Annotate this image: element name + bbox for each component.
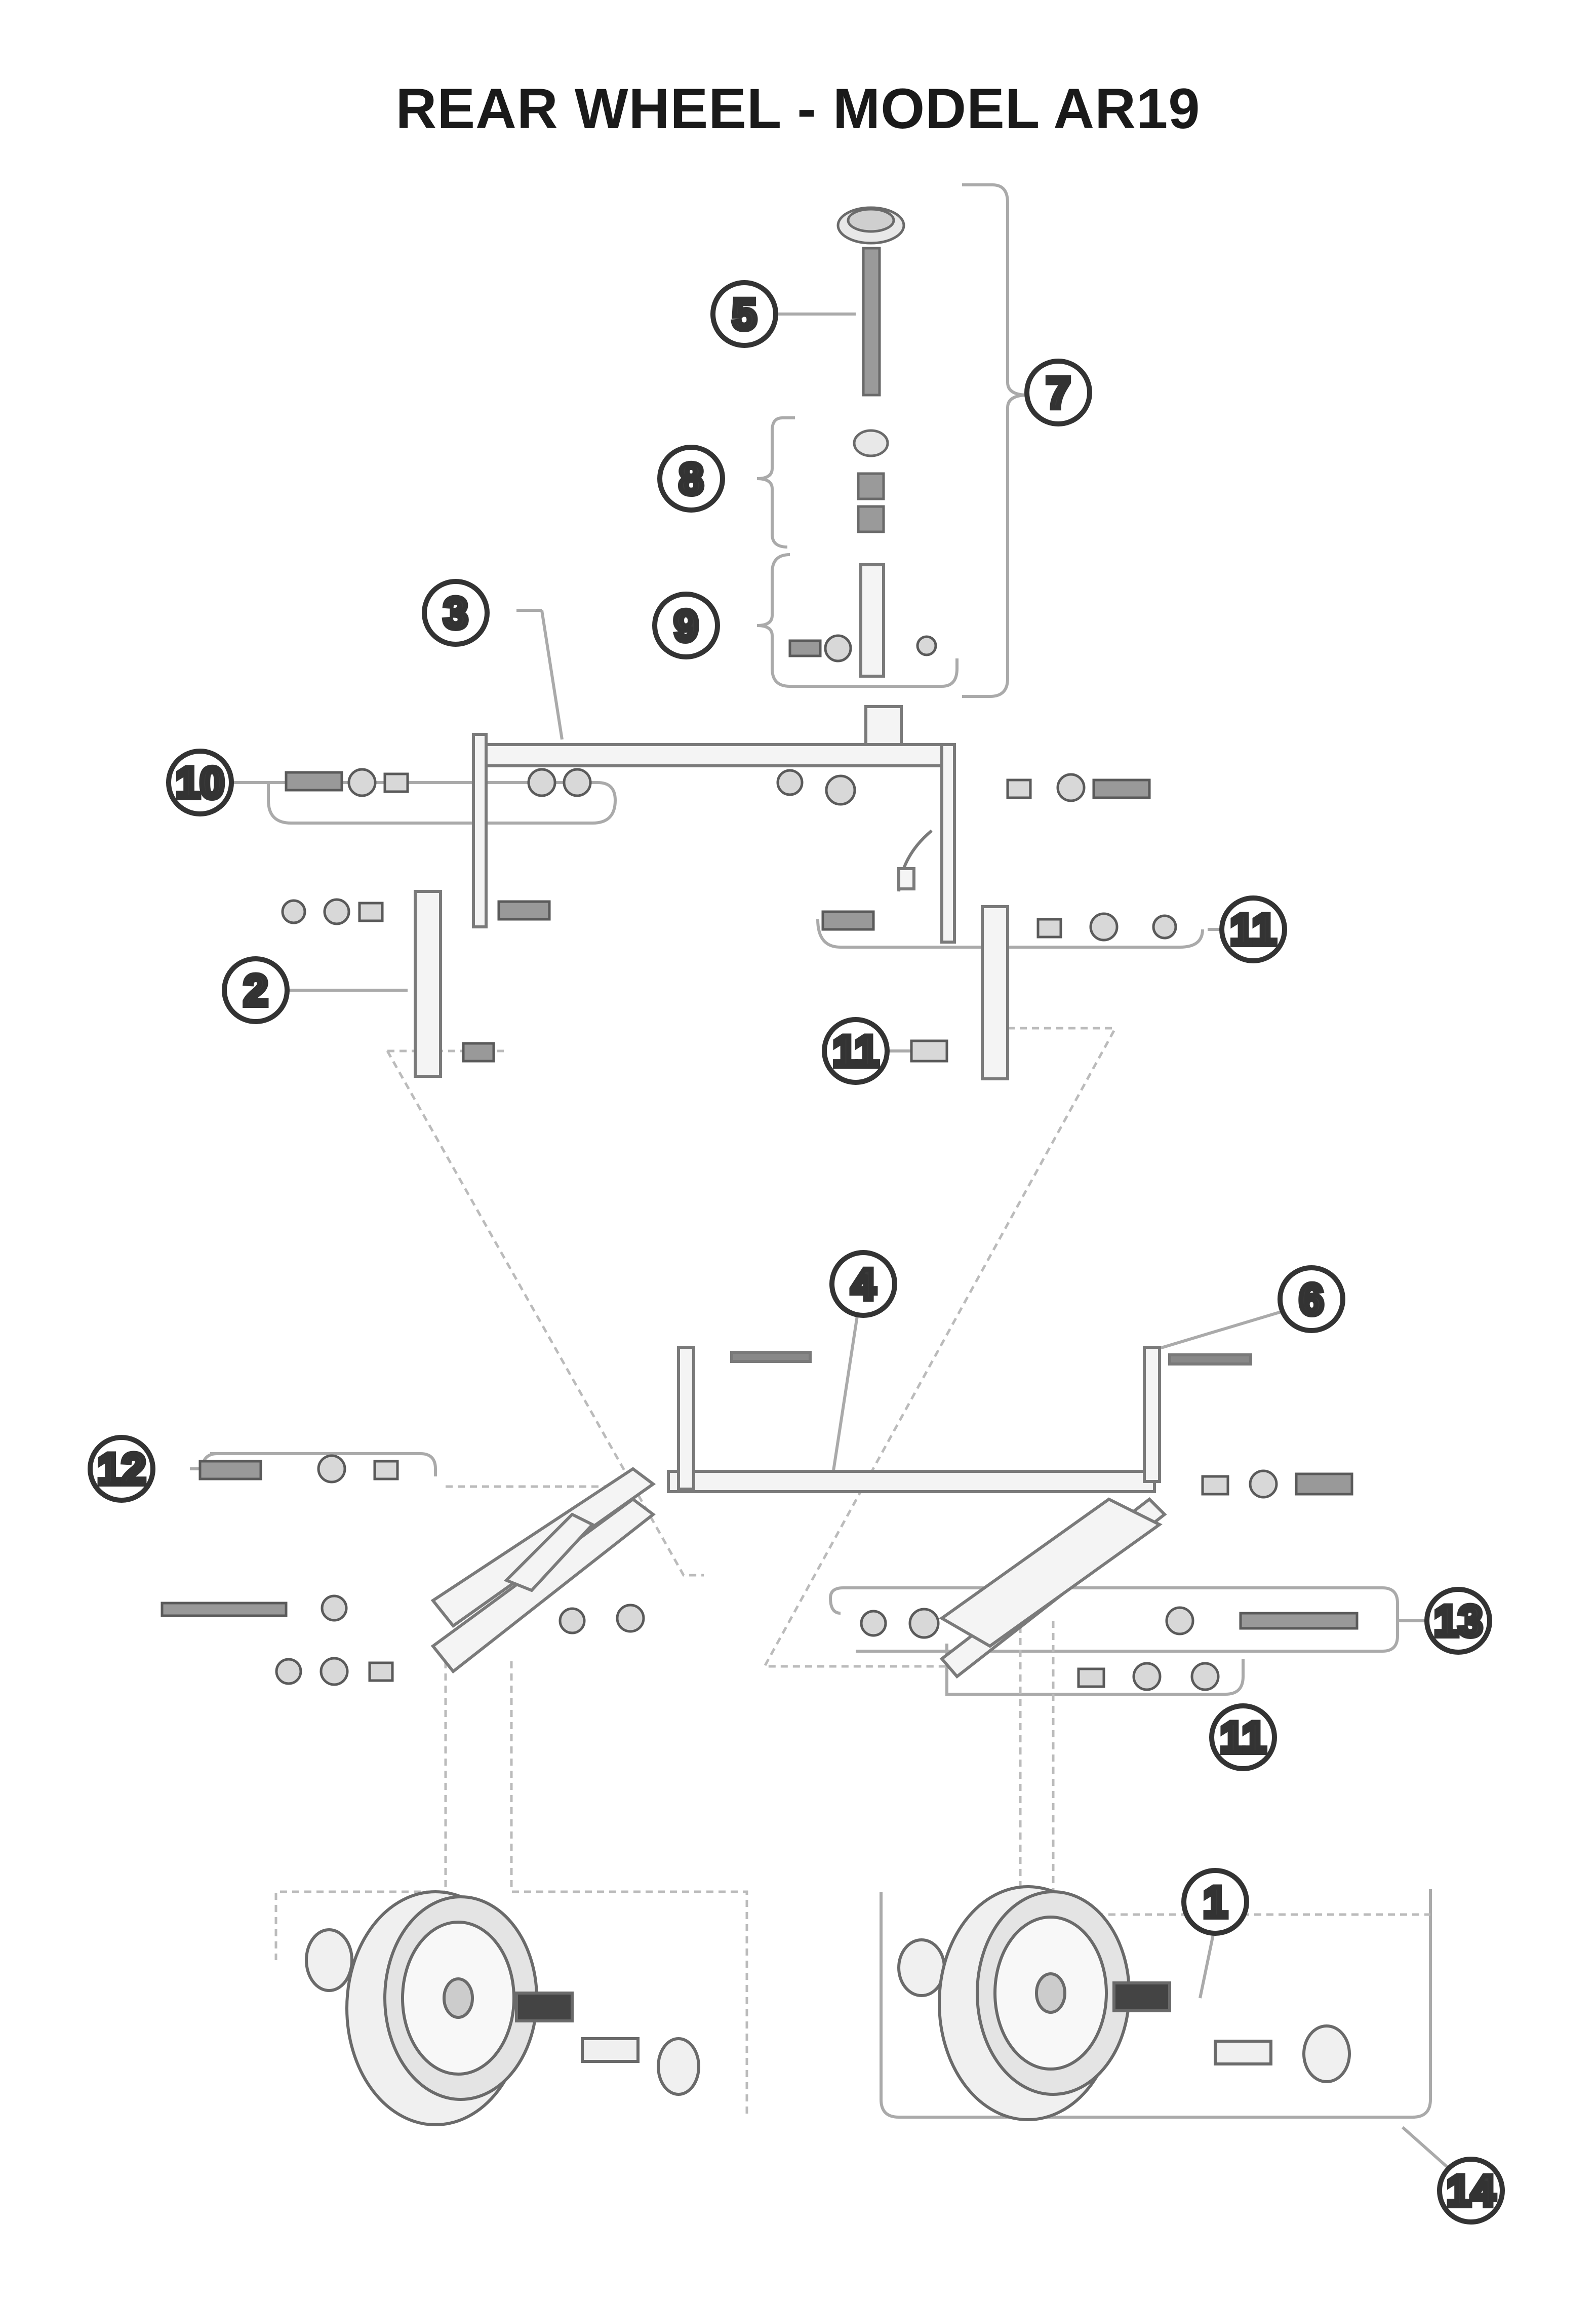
callout-2: 2	[222, 956, 290, 1024]
leader-lines	[190, 313, 1449, 2169]
svg-text:11: 11	[1230, 906, 1276, 954]
hardware	[161, 634, 1359, 1691]
bracket-11-lower	[945, 1644, 1245, 1696]
bracket-9	[756, 553, 959, 688]
bracket-plate-2	[414, 890, 442, 1078]
wheel-right	[897, 1885, 1351, 2121]
svg-text:4: 4	[851, 1260, 875, 1309]
upper-axle-bar	[472, 743, 956, 767]
bracket-8	[756, 416, 795, 549]
svg-text:5: 5	[732, 290, 756, 339]
callout-1: 1	[1181, 1868, 1249, 1936]
callout-11-mid: 11	[822, 1017, 890, 1085]
svg-text:10: 10	[176, 759, 224, 807]
callout-11-top: 11	[1219, 895, 1287, 963]
svg-text:13: 13	[1434, 1597, 1483, 1646]
svg-text:11: 11	[1220, 1713, 1266, 1762]
lower-axle-bar	[667, 1470, 1156, 1493]
diagram-title: REAR WHEEL - MODEL AR19	[395, 77, 1201, 140]
callout-4: 4	[829, 1250, 897, 1318]
callout-12: 12	[88, 1435, 155, 1503]
callout-5: 5	[710, 280, 778, 348]
callout-14: 14	[1437, 2157, 1505, 2225]
svg-text:11: 11	[833, 1027, 879, 1076]
upper-axle-frame	[414, 563, 1009, 1080]
bracket-14	[880, 1889, 1432, 2119]
group-brackets	[201, 183, 1432, 2119]
svg-text:9: 9	[674, 602, 698, 650]
callout-7: 7	[1024, 359, 1092, 426]
bracket-13	[828, 1586, 1399, 1653]
svg-text:7: 7	[1046, 369, 1070, 417]
callout-3: 3	[422, 579, 490, 647]
svg-text:6: 6	[1299, 1275, 1324, 1324]
svg-text:8: 8	[679, 455, 703, 503]
knob-bolt-5	[836, 206, 905, 533]
callouts: 5 7 8 9 3 10 2 11 11 4 6 12 13 11 1 14	[88, 280, 1505, 2225]
callout-10: 10	[166, 749, 234, 816]
lower-axle-frame	[430, 1346, 1252, 1679]
svg-text:1: 1	[1203, 1878, 1227, 1927]
callout-9: 9	[652, 592, 720, 659]
svg-text:2: 2	[244, 966, 268, 1015]
wheel-left	[305, 1890, 700, 2126]
bracket-plate-11	[981, 905, 1009, 1080]
projection-lines	[274, 1027, 1430, 2117]
bracket-11-top	[816, 919, 1204, 949]
callout-13: 13	[1424, 1587, 1492, 1655]
callout-6: 6	[1278, 1265, 1345, 1333]
bracket-7	[962, 183, 1028, 698]
callout-11-lower: 11	[1209, 1703, 1277, 1771]
callout-8: 8	[657, 445, 725, 513]
svg-text:14: 14	[1447, 2167, 1495, 2215]
svg-text:3: 3	[444, 589, 468, 638]
svg-text:12: 12	[97, 1445, 146, 1494]
bracket-10	[267, 781, 617, 825]
